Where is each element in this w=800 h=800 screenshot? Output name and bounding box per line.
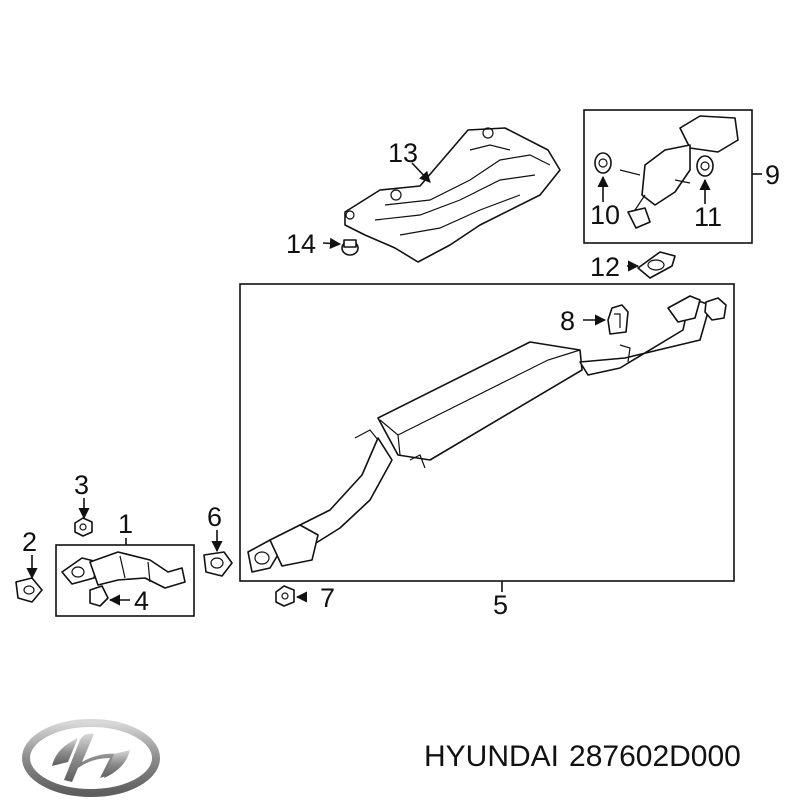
assembly-box-1 [55, 544, 195, 617]
callout-2: 2 [22, 527, 37, 557]
muffler-part-5 [247, 295, 711, 573]
callout-13: 13 [388, 138, 418, 168]
catalytic-converter-part-9 [619, 115, 739, 229]
callout-1: 1 [118, 509, 133, 539]
callout-4: 4 [134, 586, 149, 616]
hanger-part-10 [594, 152, 612, 174]
callout-6: 6 [207, 502, 222, 532]
gasket-part-12 [637, 251, 676, 279]
hanger-part-8 [607, 304, 629, 335]
callout-12: 12 [590, 252, 620, 282]
front-pipe-part-1 [61, 551, 186, 589]
hanger-part-11 [696, 155, 714, 177]
leader-lines [26, 162, 762, 606]
callout-7: 7 [320, 583, 335, 613]
brand-name: HYUNDAI [424, 740, 560, 773]
nut-right-part [704, 297, 727, 321]
assembly-box-5 [239, 283, 735, 582]
callout-9: 9 [765, 160, 780, 190]
clip-part-14 [341, 239, 359, 256]
gasket-part-6 [203, 551, 233, 577]
nut-part-7 [275, 585, 295, 607]
nut-part-3 [74, 517, 93, 537]
hyundai-logo-icon [22, 719, 160, 797]
callout-8: 8 [560, 306, 575, 336]
assembly-box-9 [583, 109, 753, 244]
gasket-part-2 [15, 577, 43, 603]
part-caption: HYUNDAI 287602D000 [424, 740, 774, 774]
callout-14: 14 [286, 229, 316, 259]
callout-labels: 13 14 9 10 11 12 8 5 7 1 3 2 6 4 [22, 138, 780, 620]
callout-3: 3 [74, 470, 89, 500]
part-number: 287602D000 [569, 740, 741, 773]
callout-10: 10 [590, 200, 620, 230]
hanger-part-4 [89, 585, 109, 607]
callout-5: 5 [493, 590, 508, 620]
heat-shield-part-13 [344, 127, 561, 263]
callout-11: 11 [694, 202, 722, 232]
